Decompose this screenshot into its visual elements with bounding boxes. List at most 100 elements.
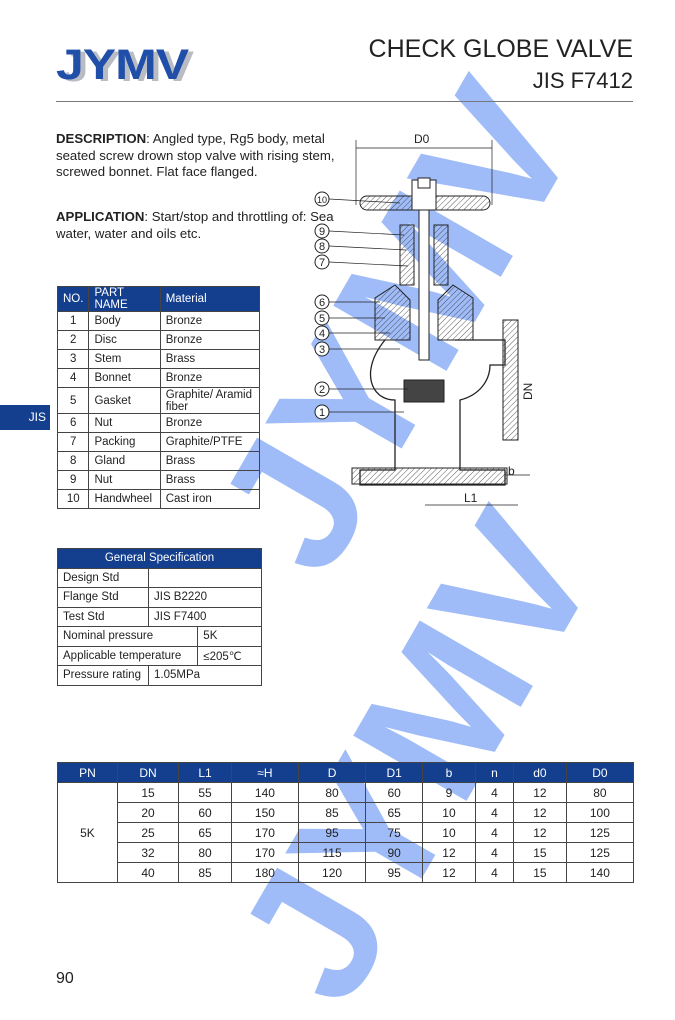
col-header: L1 <box>178 762 232 783</box>
part-name: Bonnet <box>88 368 161 388</box>
dims-cell: 10 <box>422 802 476 823</box>
dims-cell: 170 <box>230 842 300 863</box>
dims-cell: 9 <box>422 782 476 803</box>
application: APPLICATION: Start/stop and throttling o… <box>56 209 346 242</box>
dims-cell: 10 <box>422 822 476 843</box>
callout-number: 7 <box>319 257 325 269</box>
col-header: D <box>297 762 367 783</box>
part-no: 9 <box>56 470 90 490</box>
callout-5: 5 <box>314 310 385 326</box>
pn-cell: 5K <box>57 782 118 883</box>
spec-label: Flange Std <box>57 587 149 608</box>
dims-cell: 25 <box>116 822 180 843</box>
dims-cell: 140 <box>230 782 300 803</box>
dims-cell: 65 <box>365 802 424 823</box>
part-no: 4 <box>56 368 90 388</box>
dims-cell: 90 <box>365 842 424 863</box>
dims-cell: 115 <box>297 842 367 863</box>
part-material: Cast iron <box>159 489 261 509</box>
dims-cell: 12 <box>422 862 476 883</box>
dims-cell: 80 <box>565 782 635 803</box>
dims-cell: 12 <box>422 842 476 863</box>
description: DESCRIPTION: Angled type, Rg5 body, meta… <box>56 131 346 181</box>
dim-label-dn: DN <box>521 383 535 400</box>
col-header: DN <box>116 762 180 783</box>
header-divider <box>56 101 633 102</box>
part-no: 2 <box>56 330 90 350</box>
col-header: d0 <box>513 762 567 783</box>
page-subtitle: JIS F7412 <box>532 68 633 93</box>
part-material: Graphite/PTFE <box>159 432 261 452</box>
callout-10: 10 <box>314 191 401 207</box>
dims-cell: 120 <box>297 862 367 883</box>
part-name: Gland <box>88 451 161 471</box>
col-header: D1 <box>365 762 424 783</box>
dims-cell: 4 <box>474 822 515 843</box>
part-material: Brass <box>159 451 261 471</box>
dims-cell: 60 <box>365 782 424 803</box>
dims-cell: 20 <box>116 802 180 823</box>
dims-cell: 150 <box>230 802 300 823</box>
part-name: Stem <box>88 349 161 369</box>
callout-2: 2 <box>314 381 408 397</box>
dims-cell: 100 <box>565 802 635 823</box>
dims-cell: 60 <box>178 802 232 823</box>
part-no: 7 <box>56 432 90 452</box>
dims-cell: 12 <box>513 822 567 843</box>
dims-cell: 4 <box>474 862 515 883</box>
application-label: APPLICATION <box>56 209 145 224</box>
callout-number: 2 <box>319 384 325 396</box>
dims-cell: 125 <box>565 842 635 863</box>
part-name: Nut <box>88 470 161 490</box>
callout-9: 9 <box>314 223 405 239</box>
col-header: NO. <box>56 286 90 312</box>
spec-label: Design Std <box>57 567 149 588</box>
col-header: ≈H <box>230 762 300 783</box>
dims-cell: 95 <box>297 822 367 843</box>
spec-label: Test Std <box>57 606 149 627</box>
dims-cell: 95 <box>365 862 424 883</box>
callout-4: 4 <box>314 325 390 341</box>
spec-label: Pressure rating <box>57 665 149 686</box>
dims-cell: 40 <box>116 862 180 883</box>
callout-number: 3 <box>319 344 325 356</box>
section-tab-jis[interactable]: JIS <box>0 405 50 430</box>
part-name: Gasket <box>88 387 161 414</box>
callout-6: 6 <box>314 294 380 310</box>
part-name: Nut <box>88 413 161 433</box>
callout-number: 4 <box>319 328 325 340</box>
part-no: 3 <box>56 349 90 369</box>
dims-cell: 4 <box>474 802 515 823</box>
spec-value: JIS F7400 <box>148 606 262 627</box>
part-material: Bronze <box>159 330 261 350</box>
col-header: b <box>422 762 476 783</box>
section-tab-label: JIS <box>28 410 46 424</box>
brand-logo: JYMV <box>56 40 189 89</box>
dim-label-d0: D0 <box>414 132 430 146</box>
callout-number: 9 <box>319 226 325 238</box>
dims-cell: 12 <box>513 802 567 823</box>
part-no: 10 <box>56 489 90 509</box>
description-text: : Angled type, Rg5 body, metal seated sc… <box>56 131 335 179</box>
callout-3: 3 <box>314 341 400 357</box>
callout-number: 1 <box>319 407 325 419</box>
dims-cell: 75 <box>365 822 424 843</box>
col-header: D0 <box>565 762 635 783</box>
part-name: Disc <box>88 330 161 350</box>
dims-cell: 85 <box>178 862 232 883</box>
